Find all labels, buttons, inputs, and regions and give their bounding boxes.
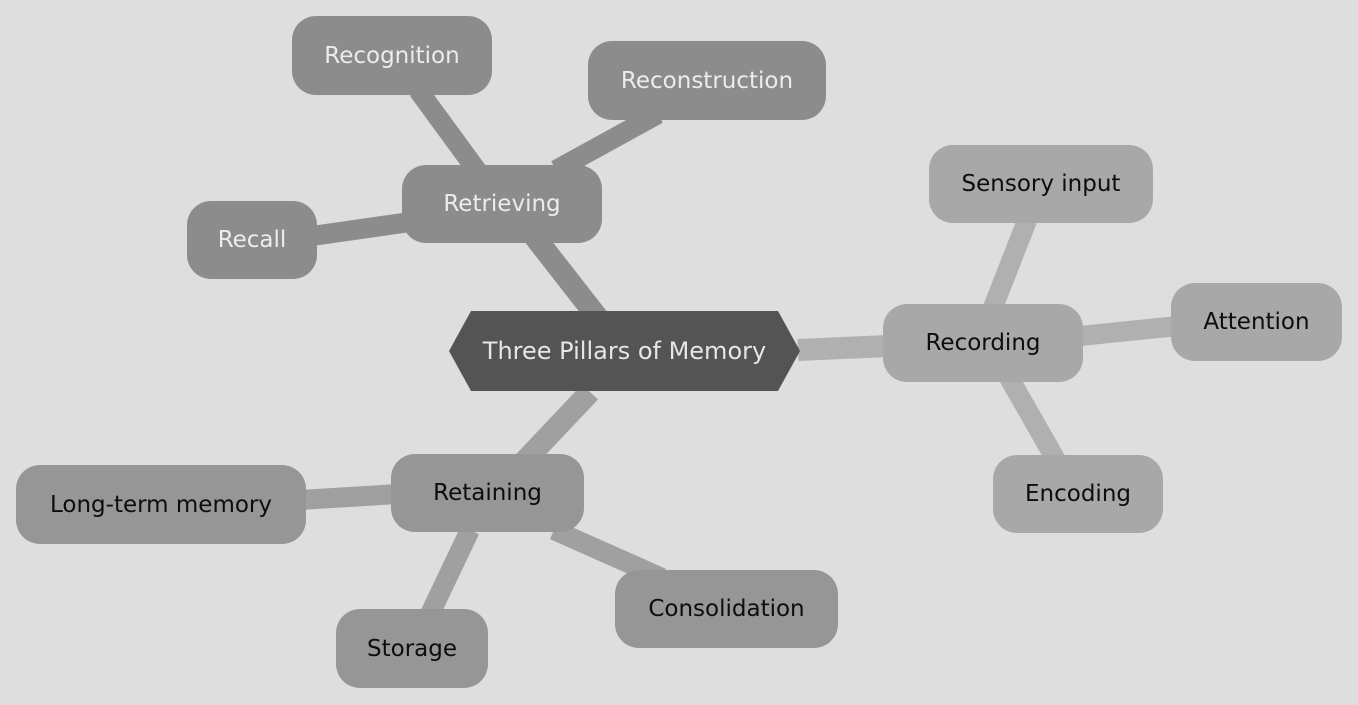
leaf-node-label: Long-term memory (50, 491, 272, 518)
leaf-node-recognition[interactable]: Recognition (292, 16, 492, 95)
branch-node-retaining[interactable]: Retaining (391, 454, 584, 532)
branch-node-recording[interactable]: Recording (883, 304, 1083, 382)
leaf-node-consolidation[interactable]: Consolidation (615, 570, 838, 648)
leaf-node-reconstruction[interactable]: Reconstruction (588, 41, 826, 120)
link-retrieving-recall (310, 212, 412, 246)
link-center-recording (797, 335, 889, 361)
leaf-node-label: Encoding (1025, 481, 1131, 507)
branch-node-label: Retaining (433, 480, 542, 506)
leaf-node-label: Sensory input (961, 171, 1121, 197)
center-node[interactable]: Three Pillars of Memory (449, 311, 800, 391)
leaf-node-label: Recognition (324, 42, 460, 69)
leaf-node-label: Attention (1203, 309, 1310, 335)
leaf-node-sensory-input[interactable]: Sensory input (929, 145, 1153, 223)
center-hexagon-shape (449, 311, 800, 391)
leaf-node-label: Reconstruction (620, 67, 794, 94)
leaf-node-encoding[interactable]: Encoding (993, 455, 1163, 533)
leaf-node-label: Storage (367, 635, 457, 662)
link-center-retaining (512, 384, 598, 474)
link-recording-attention (1078, 316, 1180, 346)
link-retaining-storage (420, 525, 480, 619)
branch-node-label: Recording (925, 330, 1041, 356)
leaf-node-label: Consolidation (648, 596, 805, 622)
link-recording-encoding (999, 371, 1065, 465)
leaf-node-label: Recall (217, 227, 287, 253)
link-retrieving-recognition (409, 84, 487, 178)
center-node-label: Three Pillars of Memory (482, 337, 767, 365)
link-center-retrieving (525, 229, 607, 325)
link-recording-sensory-input (982, 214, 1038, 314)
leaf-node-storage[interactable]: Storage (336, 609, 488, 688)
branch-node-retrieving[interactable]: Retrieving (402, 165, 602, 243)
leaf-node-long-term-memory[interactable]: Long-term memory (16, 465, 306, 544)
branch-node-label: Retrieving (443, 191, 561, 217)
leaf-node-attention[interactable]: Attention (1171, 283, 1342, 361)
link-retaining-long-term-memory (299, 484, 399, 510)
link-retrieving-reconstruction (551, 105, 663, 179)
leaf-node-recall[interactable]: Recall (187, 201, 317, 279)
